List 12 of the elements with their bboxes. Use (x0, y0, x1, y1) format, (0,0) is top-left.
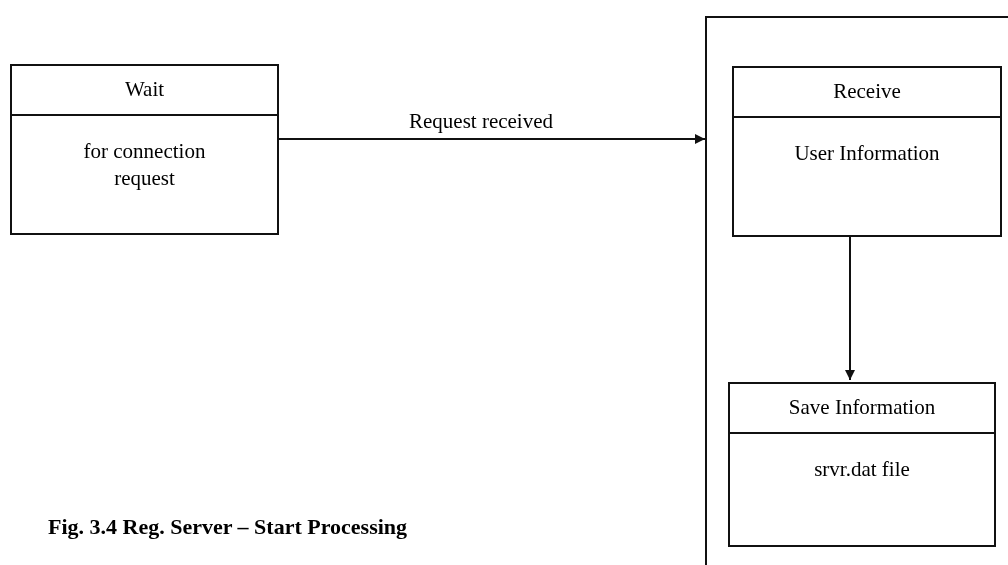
state-description: srvr.dat file (813, 456, 911, 483)
state-box (732, 66, 1002, 237)
figure-caption: Fig. 3.4 Reg. Server – Start Processing (48, 514, 408, 540)
arrow (278, 134, 706, 144)
state-name: Save Information (730, 384, 994, 434)
state-name: Wait (12, 66, 277, 116)
state-description: for connection request (82, 138, 207, 192)
state-name: Receive (734, 68, 1000, 118)
state-box (728, 382, 996, 547)
container-box (705, 16, 1008, 565)
state-description: User Information (793, 140, 941, 167)
state-box (10, 64, 279, 235)
